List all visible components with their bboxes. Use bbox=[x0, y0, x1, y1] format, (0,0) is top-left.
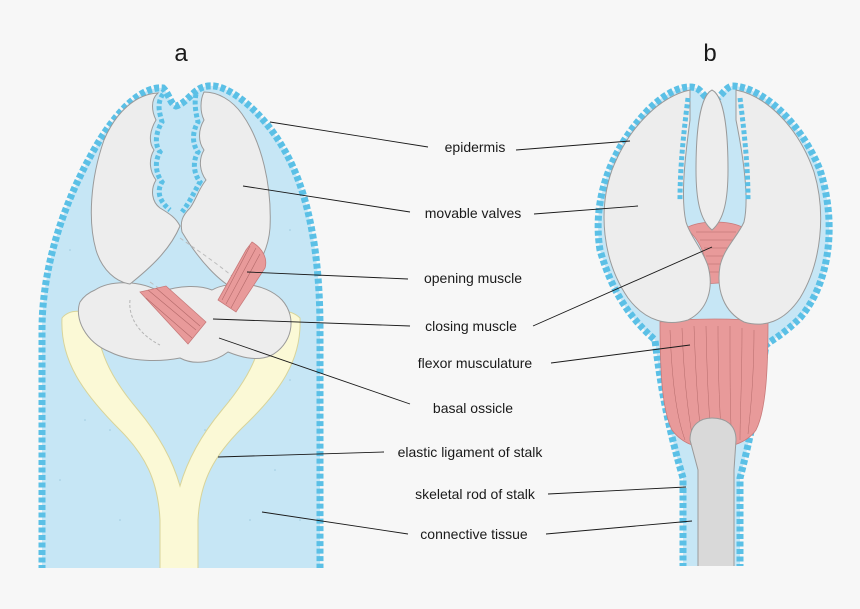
panel-b-skeletal-rod bbox=[689, 417, 737, 566]
label-epidermis: epidermis bbox=[445, 139, 506, 155]
leader-flexor bbox=[550, 344, 691, 364]
leader-epidermis-a bbox=[269, 121, 429, 148]
leader-basal-ossicle bbox=[218, 337, 411, 405]
label-basal-ossicle: basal ossicle bbox=[433, 400, 513, 416]
panel-a-speckles bbox=[59, 229, 301, 521]
leader-connective-tissue-b bbox=[545, 520, 693, 535]
leader-connective-tissue bbox=[261, 511, 409, 535]
leader-valves-a bbox=[242, 185, 411, 213]
panel-a-closing-muscle bbox=[139, 285, 207, 345]
panel-b bbox=[594, 82, 833, 566]
leader-epidermis-b bbox=[515, 140, 631, 151]
label-movable-valves: movable valves bbox=[425, 205, 522, 221]
panel-a-opening-muscle bbox=[217, 241, 267, 313]
label-connective-tissue: connective tissue bbox=[420, 526, 528, 542]
label-skeletal-rod: skeletal rod of stalk bbox=[415, 486, 536, 502]
label-flexor-musculature: flexor musculature bbox=[418, 355, 533, 371]
panel-a-letter: a bbox=[174, 40, 188, 67]
panel-b-inner-epidermis bbox=[677, 97, 751, 201]
leader-lines bbox=[212, 121, 713, 535]
leader-elastic-ligament bbox=[217, 451, 385, 458]
panel-b-letter: b bbox=[703, 40, 716, 67]
leader-valves-b bbox=[533, 205, 639, 215]
label-closing-muscle: closing muscle bbox=[425, 318, 517, 334]
leader-skeletal-rod bbox=[547, 486, 687, 495]
leader-closing-muscle-a bbox=[212, 318, 411, 327]
leader-closing-muscle-b bbox=[532, 246, 713, 327]
panel-a-epidermis bbox=[38, 82, 324, 568]
panel-a-inner-epidermis bbox=[153, 92, 204, 214]
leader-opening-muscle bbox=[246, 271, 409, 280]
panel-a-ossicle-dash bbox=[129, 299, 161, 346]
label-elastic-ligament: elastic ligament of stalk bbox=[398, 444, 544, 460]
panel-b-left-valve bbox=[603, 89, 711, 323]
panel-b-right-valve bbox=[718, 89, 822, 325]
panel-a bbox=[38, 82, 324, 568]
panel-a-left-valve bbox=[90, 92, 181, 285]
panel-b-middle-valve bbox=[695, 89, 729, 231]
labels: epidermis movable valves opening muscle … bbox=[398, 139, 544, 542]
panel-a-right-valve bbox=[180, 91, 271, 291]
label-opening-muscle: opening muscle bbox=[424, 270, 522, 286]
